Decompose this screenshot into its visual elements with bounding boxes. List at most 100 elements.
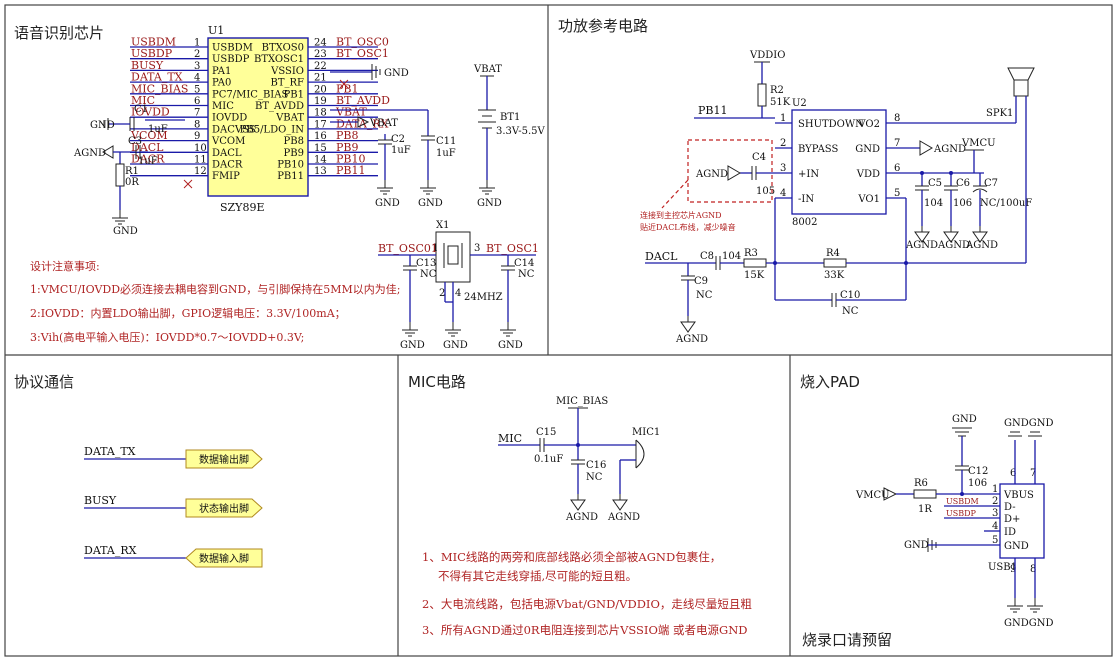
u1-right-pin-num: 15 <box>314 143 327 154</box>
u2-left-pin-name: SHUTDOWN <box>798 119 864 130</box>
u2-right-pin-name: VO1 <box>857 194 880 205</box>
mic-note: 1、MIC线路的两旁和底部线路必须全部被AGND包裹住， <box>422 550 721 564</box>
usb1-pin-name: GND <box>1004 541 1029 552</box>
u1-left-pin-num: 7 <box>194 108 200 119</box>
c4-agnd-label: AGND <box>695 169 728 180</box>
r4-value: 33K <box>824 270 845 281</box>
spk-ref: SPK1 <box>986 108 1013 119</box>
u1-left-pin-num: 12 <box>194 166 207 177</box>
x1-pin2: 2 <box>439 288 445 299</box>
c8-ref: C8 <box>700 251 714 262</box>
c7-agnd-label: AGND <box>965 240 998 251</box>
u1-left-pin-name: USBDP <box>212 54 250 65</box>
c6-agnd-label: AGND <box>937 240 970 251</box>
x1-freq: 24MHZ <box>464 292 503 303</box>
u1-right-pin-num: 13 <box>314 166 327 177</box>
vmcu-label: VMCU <box>961 138 996 149</box>
u1-left-pin-name: PA1 <box>212 66 231 77</box>
u1-left-pin-num: 3 <box>194 61 200 72</box>
u1-left-pin-name: PA0 <box>212 78 231 89</box>
c13-gnd-label: GND <box>400 340 425 351</box>
bt1-ref: BT1 <box>500 112 520 123</box>
u1-right-pin-name: PB1 <box>284 89 304 100</box>
u2-part: 8002 <box>792 217 817 228</box>
protocol-net-label: DATA_RX <box>84 544 137 557</box>
dacl-label: DACL <box>645 250 678 263</box>
vbat-rail-label: VBAT <box>473 64 502 75</box>
u1-right-pin-net: PB10 <box>336 153 365 166</box>
vbat-pin-label: VBAT <box>369 118 398 129</box>
u1-right-pin-net: PB8 <box>336 129 358 142</box>
c3-ref: C3 <box>128 136 142 147</box>
r6-value: 1R <box>918 504 932 515</box>
u2-right-pin-name: VDD <box>856 169 880 180</box>
u1-left-pin-net: USBDM <box>131 36 176 49</box>
u2-left-pin-name: +IN <box>798 169 819 180</box>
u1-left-pin-net: BUSY <box>131 59 164 72</box>
r4-ref: R4 <box>826 248 840 259</box>
mic-bias-label: MIC_BIAS <box>556 396 608 407</box>
c2-value: 1uF <box>391 145 411 156</box>
c4-callout-box <box>687 139 773 203</box>
u1-left-pin-name: VCOM <box>211 136 245 147</box>
c5-agnd-label: AGND <box>905 240 938 251</box>
u1-right-pin-num: 24 <box>314 38 327 49</box>
usb1-pin-num: 4 <box>992 521 998 532</box>
design-note-2: 2:IOVDD：内置LDO输出脚，GPIO逻辑电压：3.3V/100mA； <box>30 306 346 320</box>
u2-left-pin-num: 3 <box>780 163 786 174</box>
vddio-label: VDDIO <box>749 50 785 61</box>
usb1-pin6: 6 <box>1010 468 1016 479</box>
u1-left-pin-name: FMIP <box>212 171 240 182</box>
c15-ref: C15 <box>536 427 556 438</box>
protocol-net-label: DATA_TX <box>84 445 136 458</box>
usb1-pin-name: ID <box>1004 527 1016 538</box>
u1-right-pin-net: PB11 <box>336 164 365 177</box>
c1-value: 1uF <box>148 124 168 135</box>
c9-agnd-label: AGND <box>675 334 708 345</box>
pb11-label: PB11 <box>698 104 727 117</box>
u1-right-pin-name: PB10 <box>277 160 304 171</box>
amp-note-1: 连接到主控芯片AGND <box>640 210 722 220</box>
u1-left-pin-name: USBDM <box>212 43 253 54</box>
burn-pad: GND C12 106 VMCU R6 1R USBDM USBDP GND 1… <box>855 414 1054 629</box>
mic-notes: 1、MIC线路的两旁和底部线路必须全部被AGND包裹住，不得有其它走线穿插,尽可… <box>422 550 752 637</box>
u2-right-pin-num: 5 <box>894 188 900 199</box>
c11-ref: C11 <box>436 136 456 147</box>
mic1-ref: MIC1 <box>632 427 660 438</box>
mic-net-label: MIC <box>498 432 522 445</box>
u1-right-pin-net: DATA_RX <box>336 117 389 130</box>
r1-ref: R1 <box>125 166 139 177</box>
usb1-pin-name: D+ <box>1004 514 1020 525</box>
usbdp-burn-net: USBDP <box>946 509 977 518</box>
usb1-pin-name: VBUS <box>1003 490 1034 501</box>
bt1-gnd-label: GND <box>477 198 502 209</box>
bt1-value: 3.3V-5.5V <box>496 126 545 137</box>
c4-value: 105 <box>756 186 775 197</box>
section-title-chip: 语音识别芯片 <box>14 24 104 42</box>
protocol-net-label: BUSY <box>84 494 117 507</box>
usb1-pin7: 7 <box>1030 468 1036 479</box>
u1-right-pin-name: VBAT <box>275 113 304 124</box>
u2-left-pin-name: -IN <box>798 194 814 205</box>
section-title-amp: 功放参考电路 <box>558 17 648 35</box>
u2-body <box>791 109 887 215</box>
u1-left-pin-name: DACVSS <box>212 124 256 135</box>
x1-pin4: 4 <box>455 288 461 299</box>
u1-right-pin-num: 20 <box>314 84 327 95</box>
x1-gnd-label: GND <box>443 340 468 351</box>
c11-gnd-label: GND <box>418 198 443 209</box>
u2-right-pin-num: 7 <box>894 138 900 149</box>
u1-right-pin-name: PB9 <box>284 148 304 159</box>
u1-left-pin-num: 8 <box>194 119 200 130</box>
c2-gnd-label: GND <box>375 198 400 209</box>
u1-left-pin-name: IOVDD <box>212 113 247 124</box>
usb1-pin9: 9 <box>1010 564 1016 575</box>
u2-agnd-label: AGND <box>933 144 966 155</box>
usb1-pin-num: 5 <box>992 535 998 546</box>
u1-right-pin-net: BT_OSC1 <box>336 47 389 60</box>
r2-ref: R2 <box>770 85 784 96</box>
u1-left-pin-net: MIC <box>131 94 155 107</box>
u1-right-pin-num: 21 <box>314 73 327 84</box>
design-notes-title: 设计注意事项: <box>30 259 100 273</box>
